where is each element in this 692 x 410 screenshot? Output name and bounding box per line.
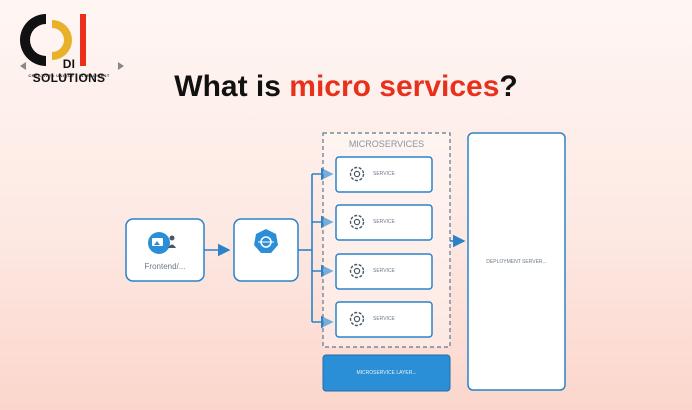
- logo: [16, 12, 128, 84]
- service-label: SERVICE: [373, 171, 395, 177]
- gear-icon: [349, 214, 365, 230]
- logo-tagline: CREATIVE • UNIQUE • INTELLIGENT: [28, 73, 110, 78]
- microservice-layer-label: MICROSERVICE LAYER...: [356, 370, 417, 376]
- deployment-server: [467, 132, 566, 391]
- logo-text: DI SOLUTIONS: [32, 57, 106, 85]
- frontend-node: [125, 218, 205, 282]
- frontend-label: Frontend/...: [144, 262, 186, 271]
- gateway-icon: [254, 229, 278, 253]
- service-label: SERVICE: [373, 268, 395, 274]
- microservice-layer: [322, 354, 451, 392]
- service-node: [335, 301, 433, 338]
- service-node: [335, 156, 433, 193]
- gear-icon: [349, 166, 365, 182]
- microservices-group-label: MICROSERVICES: [348, 139, 425, 149]
- service-node: [335, 204, 433, 241]
- service-label: SERVICE: [373, 219, 395, 225]
- gear-icon: [349, 263, 365, 279]
- service-node: [335, 253, 433, 290]
- gateway-node: [233, 218, 299, 282]
- frontend-icon: [148, 232, 176, 254]
- title-prefix: What is: [174, 70, 290, 103]
- service-label: SERVICE: [373, 316, 395, 322]
- title-suffix: ?: [499, 70, 518, 103]
- title-highlight: micro services: [289, 70, 500, 103]
- page-title: What is micro services?: [0, 70, 692, 104]
- gear-icon: [349, 311, 365, 327]
- deployment-server-label: DEPLOYMENT SERVER...: [486, 259, 547, 265]
- logo-mark-icon: [20, 14, 124, 70]
